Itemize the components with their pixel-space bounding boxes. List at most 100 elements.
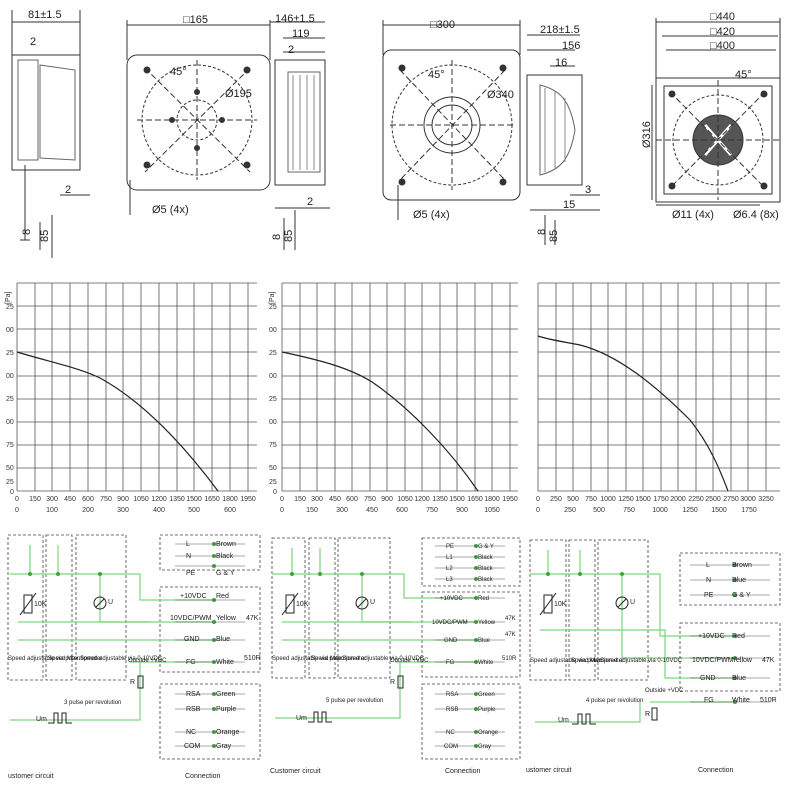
chart-1-x-tick: 1950 — [240, 496, 256, 503]
chart-1-x-tick: 300 — [117, 507, 129, 514]
circuit-3-block-label-1: Speed adjustable via potentiometer — [530, 658, 624, 664]
circuit-1-terminal-wire: Purple — [216, 706, 236, 713]
circuit-1-pot-value: 10K — [34, 601, 47, 608]
circuit-3-terminal-name: GND — [700, 675, 716, 682]
meter-icon — [93, 596, 107, 610]
circuit-2-terminal-wire: Green — [478, 692, 495, 698]
circuit-3-terminal-wire: G & Y — [732, 592, 751, 599]
circuit-1-terminal-wire: Green — [216, 691, 236, 698]
d3-holes-label-right: Ø6.4 (8x) — [733, 209, 779, 221]
chart-2-y-tick: 00 — [269, 419, 277, 426]
circuit-1-terminal-wire: Black — [216, 553, 234, 560]
chart-2-y-tick: 75 — [269, 442, 277, 449]
circuit-2-resistor-value: 47K — [505, 632, 516, 638]
chart-2-grid — [281, 282, 518, 492]
chart-1-y-tick: 00 — [6, 327, 14, 334]
circuit-2-terminal-lines — [435, 545, 505, 747]
circuit-2-dashed-boxes — [271, 537, 521, 760]
wiring-circuit-3: 10K U Speed adjustable via potentiometer… — [526, 539, 781, 774]
chart-3-x-tick: 2000 — [670, 496, 686, 503]
chart-3-x-tick: 1500 — [635, 496, 651, 503]
chart-1-x-tick: 1650 — [204, 496, 220, 503]
circuit-1-terminal-wire: Gray — [216, 743, 232, 750]
circuit-2-terminal-name: RSB — [446, 707, 458, 713]
circuit-1-terminal-wire: Red — [216, 593, 229, 600]
circuit-3-terminal-name: PE — [704, 592, 714, 599]
circuit-1-terminal-name: PE — [186, 570, 196, 577]
chart-2-x-tick: 750 — [426, 507, 438, 514]
chart-2-y-tick: 25 — [269, 479, 277, 486]
circuit-3-terminal-name: N — [706, 577, 711, 584]
chart-3-x-tick: 500 — [593, 507, 605, 514]
chart-2-x-tick: 150 — [306, 507, 318, 514]
circuit-2-terminal-name: L1 — [446, 555, 453, 561]
circuit-1-meter-label: U — [108, 599, 113, 606]
chart-2-y-tick: 00 — [269, 327, 277, 334]
pulse-waveform-icon — [48, 712, 72, 724]
chart-3: 0 250 500 750 1000 1250 1500 1750 2000 2… — [536, 282, 780, 514]
chart-2-x-top-labels: 0 150 300 450 600 750 900 1050 1200 1350… — [280, 496, 518, 503]
circuit-1-terminal-wire: Orange — [216, 729, 239, 736]
circuit-1-terminal-name: 10VDC/PWM — [170, 615, 212, 622]
chart-1-y-tick: 75 — [6, 442, 14, 449]
potentiometer-icon — [19, 592, 37, 616]
circuit-1-terminal-name: RSA — [186, 691, 201, 698]
potentiometer-icon — [539, 592, 557, 616]
chart-2-x-tick: 1050 — [484, 507, 500, 514]
circuit-2-terminal-wire: Black — [478, 555, 494, 561]
chart-1-y-tick: 25 — [6, 304, 14, 311]
d3-width-label: 218±1.5 — [540, 24, 580, 36]
chart-1-x-tick: 0 — [15, 507, 19, 514]
d1-small-label-85: 85 — [39, 230, 51, 242]
circuit-1-pulse-label: 3 pulse per revolution — [64, 700, 121, 706]
chart-3-x-tick: 3000 — [740, 496, 756, 503]
circuit-3-block-label-2: Speed Max. — [571, 658, 603, 664]
d3-angle-label: 45° — [735, 69, 752, 81]
circuit-3-resistor-value: 47K — [762, 657, 775, 664]
d2-depth-label: 119 — [292, 28, 310, 40]
pull-up-resistor-icon — [137, 675, 144, 689]
chart-3-x-bottom-labels: 0 250 500 750 1000 1250 1500 1750 — [536, 507, 757, 514]
chart-3-x-tick: 500 — [567, 496, 579, 503]
chart-2-y-tick: 00 — [269, 373, 277, 380]
circuit-3-terminal-wire: Yellow — [732, 657, 753, 664]
chart-2-x-tick: 600 — [346, 496, 358, 503]
pulse-waveform-icon — [308, 711, 332, 723]
circuit-1-terminal-name: +10VDC — [180, 593, 207, 600]
chart-3-x-tick: 1250 — [682, 507, 698, 514]
d1-width-label: 81±1.5 — [28, 9, 62, 21]
chart-1-x-tick: 500 — [188, 507, 200, 514]
chart-1-x-tick: 600 — [224, 507, 236, 514]
circuit-1-terminal-wire: Brown — [216, 541, 236, 548]
chart-1-x-tick: 150 — [29, 496, 41, 503]
circuit-3-terminal-name: FG — [704, 697, 714, 704]
circuit-2-terminal-wire: Yellow — [478, 620, 496, 626]
chart-3-x-tick: 0 — [536, 507, 540, 514]
chart-2-x-tick: 300 — [336, 507, 348, 514]
d1-small-label-8: 8 — [21, 229, 33, 235]
circuit-3-terminal-wire: Blue — [732, 577, 746, 584]
chart-1-y-tick: 25 — [6, 396, 14, 403]
chart-3-x-tick: 1000 — [652, 507, 668, 514]
chart-1-x-tick: 100 — [46, 507, 58, 514]
chart-2-x-tick: 0 — [280, 507, 284, 514]
circuit-2-meter-label: U — [370, 599, 375, 606]
circuit-1-terminal-wire: Yellow — [216, 615, 237, 622]
circuit-1-connection-label: Connection — [185, 773, 221, 780]
circuit-3-um-label: Um — [558, 717, 569, 724]
circuit-3-pot-value: 10K — [554, 601, 567, 608]
chart-1-x-tick: 1350 — [169, 496, 185, 503]
circuit-2-terminal-name: PE — [446, 544, 454, 550]
dimension-labels: 81±1.5 2 2 8 85 □165 45° Ø195 Ø5 (4x) 14… — [21, 9, 779, 242]
circuit-3-terminal-name: +10VDC — [698, 633, 725, 640]
circuit-2-terminal-name: RSA — [446, 692, 458, 698]
chart-1-y-tick: 25 — [6, 350, 14, 357]
d3-small-label-15: 15 — [563, 199, 575, 211]
circuit-2-resistor-value: 47K — [505, 616, 516, 622]
d1-diameter-label: Ø195 — [225, 88, 252, 100]
circuit-3-resistor-label: R — [645, 711, 650, 718]
d3-front-size-420: □420 — [710, 26, 735, 38]
circuit-3-dashed-boxes — [529, 539, 781, 692]
potentiometer-icon — [281, 592, 299, 616]
chart-3-x-tick: 2750 — [723, 496, 739, 503]
